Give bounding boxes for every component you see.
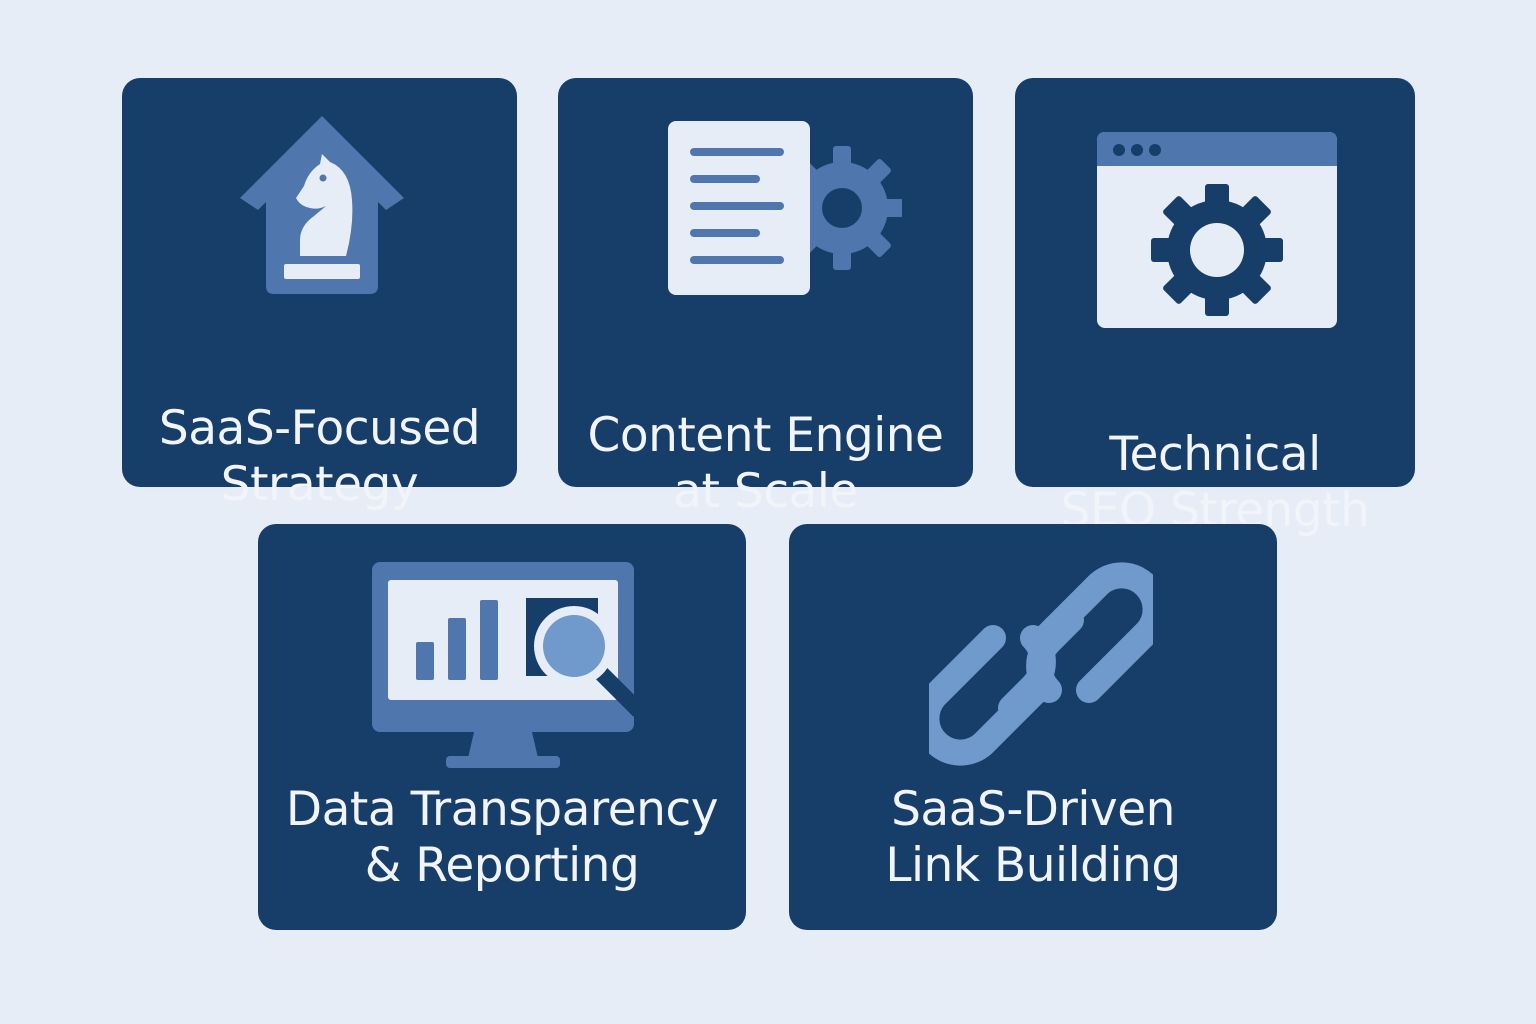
- feature-card-saas-strategy: SaaS-Focused Strategy: [122, 78, 517, 512]
- browser-gear-icon: [1097, 132, 1337, 328]
- card-title: Content Engine at Scale: [587, 408, 944, 519]
- monitor-chart-magnifier-icon: [372, 562, 646, 768]
- card-title: Data Transparency & Reporting: [285, 782, 719, 893]
- card-title: SaaS-Driven Link Building: [885, 782, 1181, 893]
- card-title: Technical SEO Strength: [1060, 427, 1370, 538]
- feature-card-data-reporting: Data Transparency & Reporting: [258, 524, 746, 930]
- document-gear-icon: [668, 121, 902, 295]
- card-title: SaaS-Focused Strategy: [158, 401, 481, 512]
- feature-card-technical-seo: Technical SEO Strength: [1015, 78, 1415, 538]
- chain-link-icon: [929, 562, 1153, 766]
- chess-knight-house-icon: [240, 116, 404, 294]
- feature-card-link-building: SaaS-Driven Link Building: [789, 524, 1277, 930]
- feature-card-content-engine: Content Engine at Scale: [558, 78, 973, 519]
